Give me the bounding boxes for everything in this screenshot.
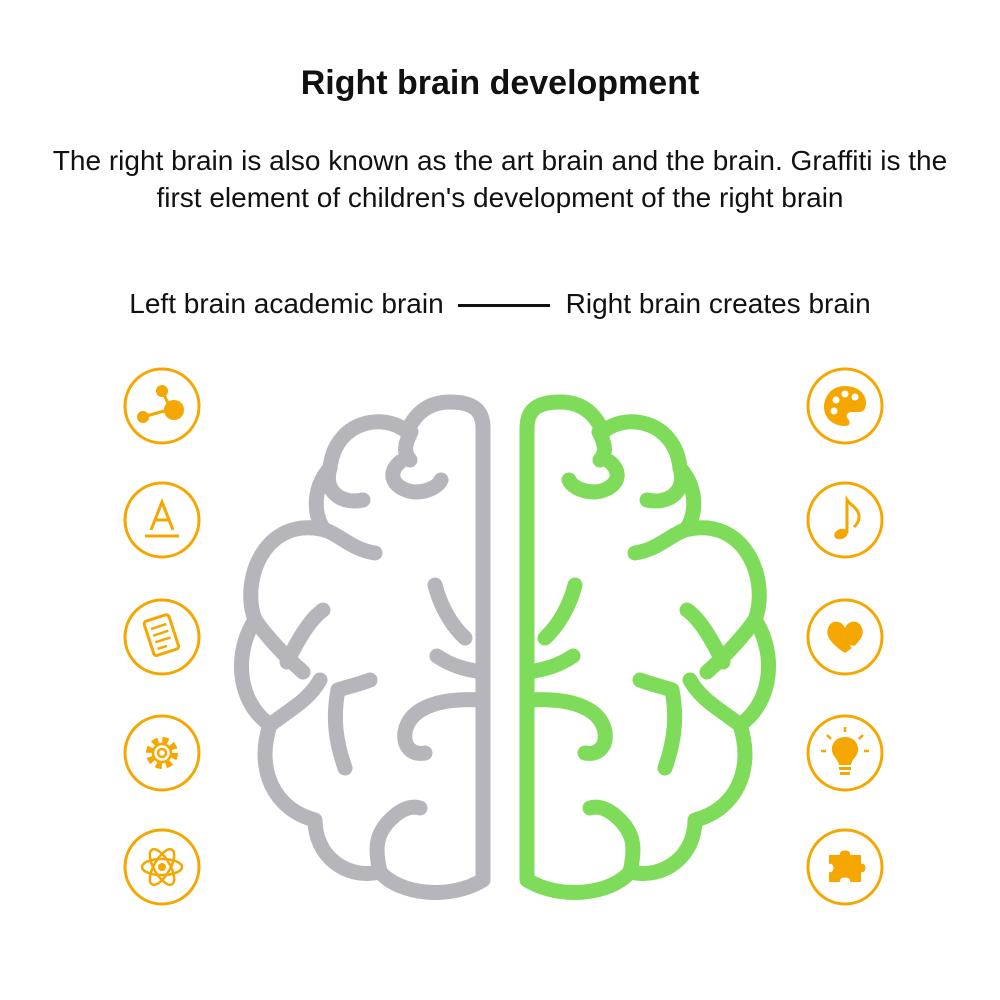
left-brain-hemisphere (234, 394, 491, 900)
document-icon (122, 597, 202, 677)
page-title: Right brain development (300, 64, 700, 102)
right-brain-hemisphere (519, 394, 776, 900)
left-brain-label: Left brain academic brain (129, 288, 444, 319)
right-icon-column (805, 0, 885, 1000)
description: The right brain is also known as the art… (52, 145, 948, 213)
puzzle-icon (805, 827, 885, 907)
gear-icon (122, 713, 202, 793)
right-brain-label: Right brain creates brain (565, 288, 871, 319)
molecule-icon (122, 366, 202, 446)
music-note-icon (805, 480, 885, 560)
lightbulb-icon (805, 713, 885, 793)
left-icon-column (122, 0, 202, 1000)
palette-icon (805, 366, 885, 446)
atom-icon (122, 827, 202, 907)
brain-comparison: Left brain academic brain Right brain cre… (0, 288, 1000, 320)
letter-a-icon (122, 480, 202, 560)
divider-line (457, 304, 550, 308)
heart-icon (805, 597, 885, 677)
brain-illustration (225, 380, 785, 920)
